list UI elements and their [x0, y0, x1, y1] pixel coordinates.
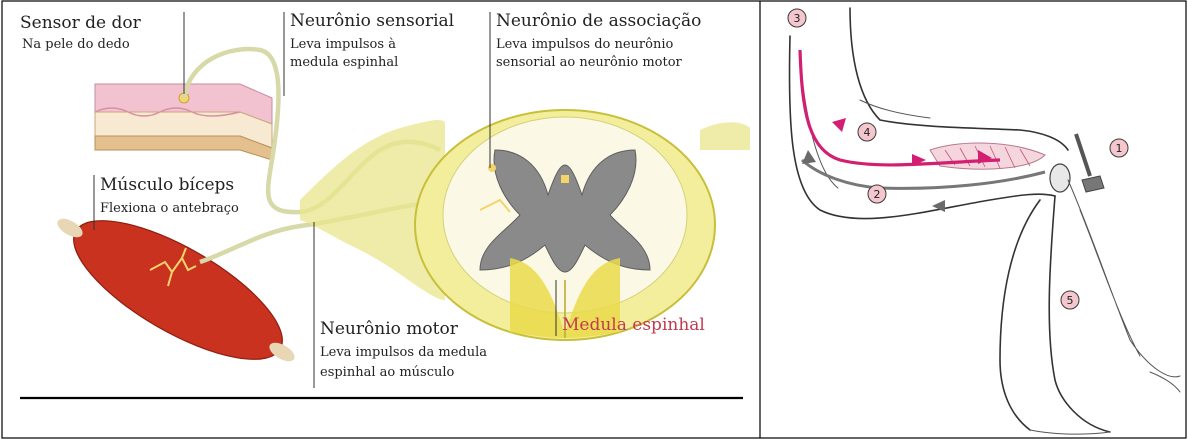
marker-5-label: 5	[1067, 294, 1074, 307]
motor-neuron-line2: espinhal ao músculo	[320, 365, 455, 380]
foot-outline	[1030, 372, 1180, 434]
spinal-cord-title: Medula espinhal	[562, 315, 705, 335]
biceps-subtitle: Flexiona o antebraço	[100, 201, 239, 216]
knee-reflex-illustration: 1 2 3 4 5	[788, 8, 1180, 434]
marker-2: 2	[868, 185, 886, 203]
marker-4: 4	[858, 123, 876, 141]
marker-2-label: 2	[874, 188, 881, 201]
thigh-top-outline	[850, 8, 1068, 150]
reflex-arc-illustration: Sensor de dor Na pele do dedo Neurônio s…	[20, 11, 750, 398]
motor-neuron-title: Neurônio motor	[320, 319, 459, 339]
second-leg-outline	[1068, 180, 1180, 377]
marker-5: 5	[1061, 291, 1079, 309]
biceps-title: Músculo bíceps	[100, 175, 234, 195]
pain-sensor-subtitle: Na pele do dedo	[22, 37, 130, 52]
gray-arrowhead-1	[802, 150, 816, 164]
lower-leg-back	[1000, 200, 1040, 430]
marker-4-label: 4	[864, 126, 871, 139]
kneecap	[1050, 164, 1070, 192]
pain-sensor-title: Sensor de dor	[20, 13, 142, 33]
marker-1: 1	[1110, 139, 1128, 157]
thigh-outline	[789, 36, 1055, 219]
association-neuron-title: Neurônio de associação	[496, 11, 701, 31]
marker-1-label: 1	[1116, 142, 1123, 155]
spinal-cord-cross-section	[300, 110, 750, 340]
lower-leg-front	[1049, 196, 1110, 432]
marker-3: 3	[788, 9, 806, 27]
sensory-neuron-line1: Leva impulsos à	[290, 37, 396, 52]
motor-neuron-line1: Leva impulsos da medula	[320, 345, 487, 360]
sensory-neuron-line2: medula espinhal	[290, 55, 398, 70]
reflex-hammer	[1076, 134, 1104, 192]
pathway-arrowhead-1	[832, 118, 846, 132]
marker-3-label: 3	[794, 12, 801, 25]
association-neuron-line1: Leva impulsos do neurônio	[496, 37, 673, 52]
biceps-muscle	[54, 195, 301, 386]
association-neuron-line2: sensorial ao neurônio motor	[496, 55, 683, 70]
sensory-neuron-title: Neurônio sensorial	[290, 11, 454, 31]
